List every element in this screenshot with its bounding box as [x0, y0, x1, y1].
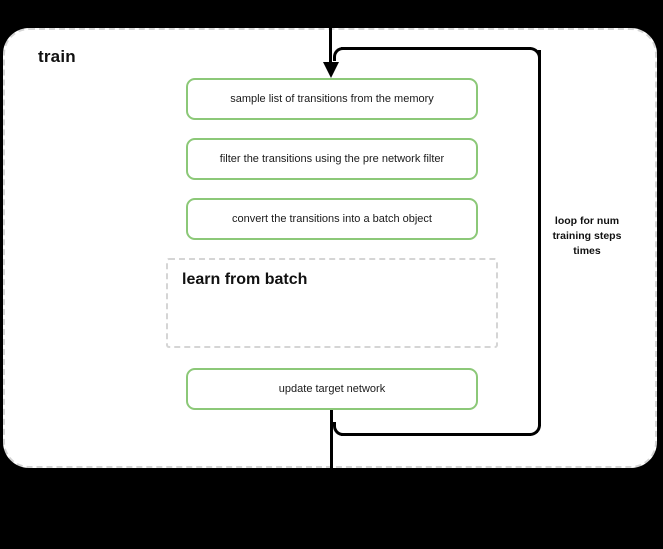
loop-corner-top-left [333, 47, 345, 61]
loop-label-line-1: loop for num [554, 215, 620, 227]
step-box-label: filter the transitions using the pre net… [219, 153, 445, 165]
loop-label: loop for num training steps times [545, 214, 629, 259]
loop-bottom-segment [341, 433, 531, 436]
step-box-update-target-network[interactable]: update target network [186, 368, 478, 410]
step-box-convert-batch[interactable]: convert the transitions into a batch obj… [186, 198, 478, 240]
entry-connector-line [329, 0, 332, 68]
loop-label-line-3: times [573, 245, 601, 257]
step-box-label: convert the transitions into a batch obj… [232, 213, 432, 225]
step-box-sample-transitions[interactable]: sample list of transitions from the memo… [186, 78, 478, 120]
learn-from-batch-block[interactable]: learn from batch [166, 258, 498, 348]
step-box-filter-transitions[interactable]: filter the transitions using the pre net… [186, 138, 478, 180]
loop-top-segment [341, 47, 531, 50]
entry-arrowhead-icon [323, 62, 339, 78]
learn-from-batch-title: learn from batch [182, 271, 308, 288]
step-box-label: update target network [278, 383, 386, 395]
loop-corner-bottom-right [527, 422, 541, 436]
step-box-label: sample list of transitions from the memo… [230, 93, 434, 105]
train-block-title: train [38, 47, 76, 66]
loop-right-segment [538, 50, 541, 426]
loop-corner-bottom-left [333, 422, 345, 436]
exit-connector-line [330, 408, 333, 549]
loop-label-line-2: training steps [552, 230, 622, 242]
